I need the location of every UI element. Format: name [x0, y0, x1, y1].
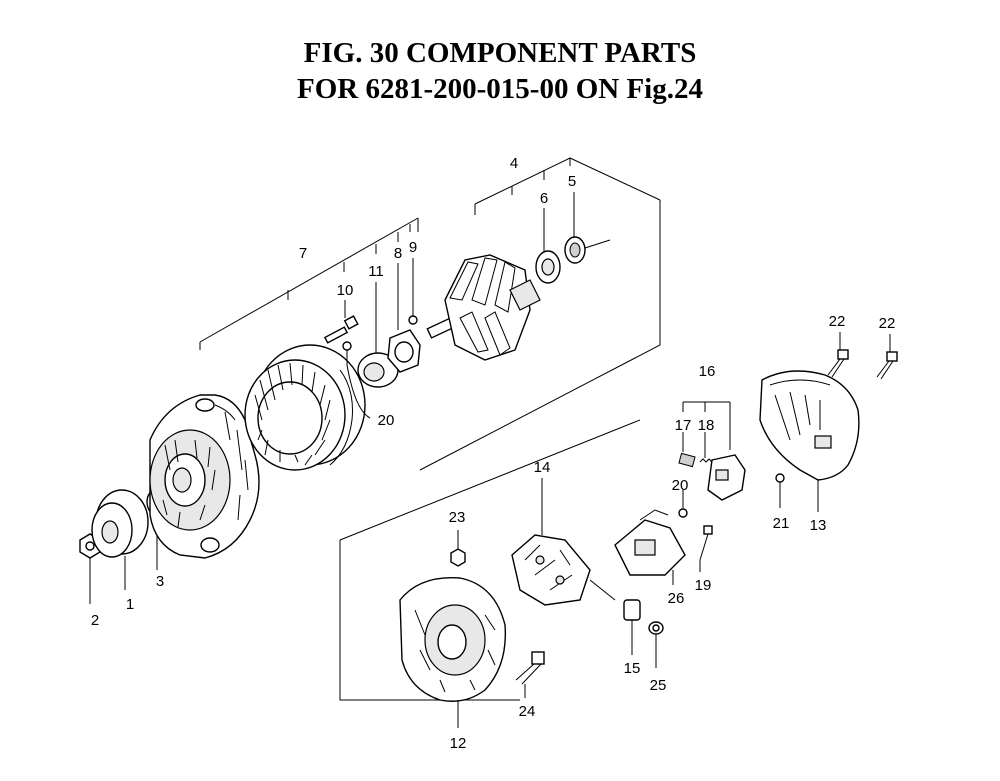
part-13-rear-cover [759, 370, 860, 512]
part-20-screw-upper [342, 341, 371, 419]
part-21-screw [775, 473, 785, 508]
figure-title-line-1: FIG. 30 COMPONENT PARTS [303, 37, 697, 69]
callout-22-left: 22 [829, 313, 846, 330]
part-8-retainer-plate [387, 263, 421, 373]
part-23-nut [450, 530, 466, 567]
part-26-regulator [614, 509, 686, 585]
callout-17: 17 [675, 417, 692, 434]
part-16-brush-holder [707, 454, 746, 501]
callout-11: 11 [368, 263, 384, 280]
part-24-bolt [515, 651, 545, 698]
front-housing [149, 394, 260, 559]
stator [244, 344, 366, 471]
part-22-bolt-right [876, 334, 898, 380]
rotor-assembly-box [419, 200, 661, 471]
callout-26: 26 [668, 590, 685, 607]
callout-19: 19 [695, 577, 712, 594]
callout-22-right: 22 [879, 315, 896, 332]
callout-23: 23 [449, 509, 466, 526]
part-18-spring [699, 432, 713, 463]
part-19-screw [699, 525, 713, 572]
callout-25: 25 [650, 677, 667, 694]
part-5-bearing [564, 192, 611, 264]
part-1-pulley [91, 489, 149, 590]
part-14-rectifier [511, 478, 616, 606]
callout-6: 6 [540, 190, 548, 207]
assembly-4-bracket-line [474, 157, 571, 205]
part-20-screw-lower [678, 490, 688, 518]
callout-20-upper: 20 [378, 412, 395, 429]
callout-labels: 1 2 3 4 5 6 7 8 9 10 11 12 13 14 15 16 1… [91, 155, 896, 752]
callout-21: 21 [773, 515, 790, 532]
callout-9: 9 [409, 239, 417, 256]
part-22-bolt-left [827, 332, 849, 378]
callout-8: 8 [394, 245, 402, 262]
callout-2: 2 [91, 612, 99, 629]
callout-1: 1 [126, 596, 134, 613]
callout-7: 7 [299, 245, 307, 262]
callout-20-lower: 20 [672, 477, 689, 494]
callout-10: 10 [337, 282, 354, 299]
part-11-bearing [357, 282, 399, 388]
part-10-bolt [323, 300, 359, 344]
part-9-screw [408, 258, 418, 325]
callout-3: 3 [156, 573, 164, 590]
callout-18: 18 [698, 417, 715, 434]
callout-14: 14 [534, 459, 551, 476]
part-15-terminal [623, 599, 641, 655]
assembly-7-bracket-line [199, 217, 419, 350]
callout-24: 24 [519, 703, 536, 720]
callout-13: 13 [810, 517, 827, 534]
rotor [426, 254, 541, 361]
part-25-washer [648, 621, 664, 668]
part-6-bearing [535, 208, 561, 284]
callout-16: 16 [699, 363, 716, 380]
callout-15: 15 [624, 660, 641, 677]
figure-title-line-2: FOR 6281-200-015-00 ON Fig.24 [297, 73, 703, 105]
part-12-rear-frame [399, 576, 507, 728]
callout-5: 5 [568, 173, 576, 190]
callout-12: 12 [450, 735, 467, 752]
callout-4: 4 [510, 155, 518, 172]
part-17-brush [678, 432, 696, 468]
